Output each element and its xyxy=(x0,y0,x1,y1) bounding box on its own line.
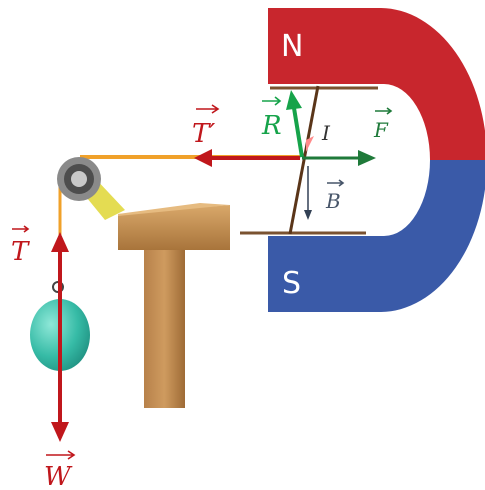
svg-text:T: T xyxy=(11,237,30,267)
rails xyxy=(240,86,378,235)
vector-labels: T′ R I F B T W xyxy=(11,96,393,490)
svg-text:W: W xyxy=(44,462,73,490)
weight-label: W xyxy=(44,450,76,490)
vectors xyxy=(51,90,376,442)
table xyxy=(118,203,230,408)
current-label: I xyxy=(321,121,331,145)
svg-text:B: B xyxy=(325,189,341,213)
magnet-north-half xyxy=(268,8,485,160)
tension-label: T xyxy=(11,225,30,267)
magnet-south-half xyxy=(268,160,485,312)
table-leg xyxy=(144,250,185,408)
field-label: B xyxy=(325,179,345,213)
south-pole-label: S xyxy=(282,266,301,301)
horseshoe-magnet: N S xyxy=(268,8,485,312)
reaction-arrow xyxy=(292,107,304,158)
pulley xyxy=(57,157,101,201)
conducting-rod xyxy=(288,85,320,235)
table-top xyxy=(118,205,230,250)
current-marker xyxy=(306,136,314,152)
svg-text:T′: T′ xyxy=(192,119,215,149)
tension-prime-label: T′ xyxy=(192,104,220,149)
svg-text:R: R xyxy=(261,111,282,141)
force-label: F xyxy=(373,107,393,142)
north-pole-label: N xyxy=(281,29,303,64)
svg-text:F: F xyxy=(373,118,389,142)
reaction-label: R xyxy=(261,96,282,141)
